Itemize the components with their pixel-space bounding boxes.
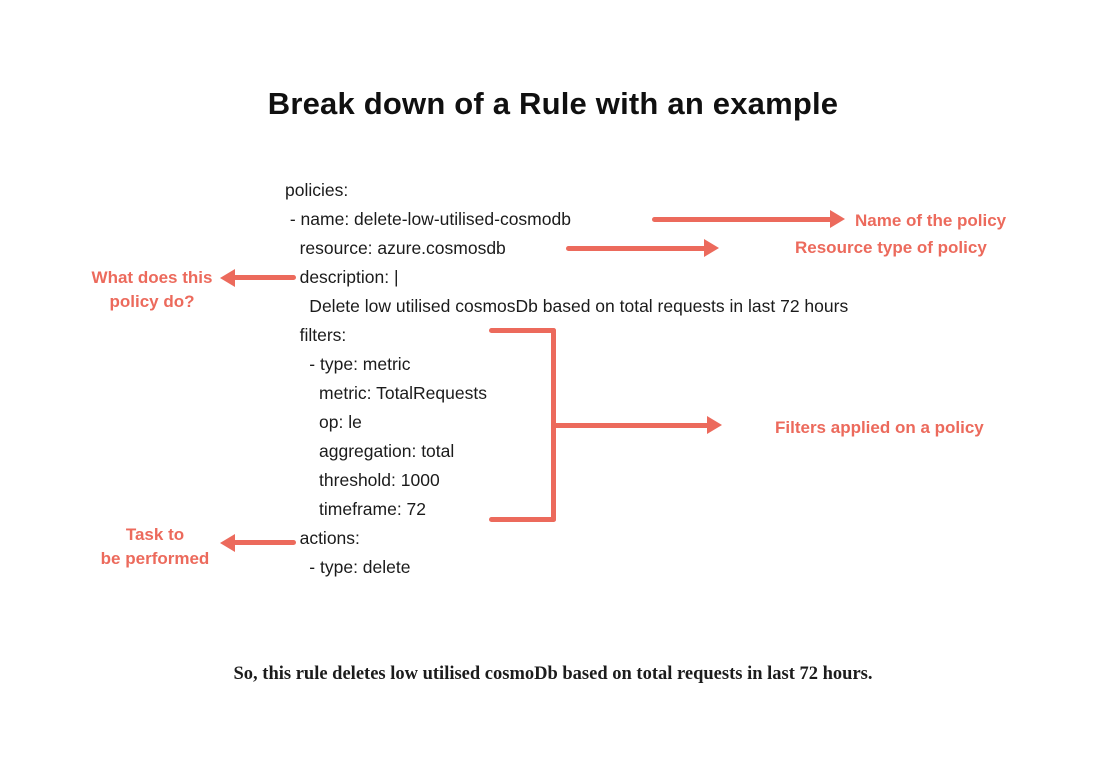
filters-bracket-bottom <box>489 517 556 522</box>
filters-label: Filters applied on a policy <box>775 418 984 437</box>
filters-bracket-top <box>489 328 556 333</box>
actions-arrow-shaft <box>233 540 296 545</box>
code-line-timeframe: timeframe: 72 <box>285 499 427 519</box>
filters-arrow-shaft <box>553 423 711 428</box>
yaml-code-block: policies: - name: delete-low-utilised-co… <box>285 176 848 582</box>
filters-arrow-head-icon <box>707 416 722 434</box>
resource-arrow-head-icon <box>704 239 719 257</box>
resource-arrow-shaft <box>566 246 708 251</box>
actions-label: Task to be performed <box>100 525 210 568</box>
description-label: What does this policy do? <box>91 268 213 311</box>
code-line-name: - name: delete-low-utilised-cosmodb <box>285 209 571 229</box>
code-line-aggregation: aggregation: total <box>285 441 455 461</box>
description-arrow-head-icon <box>220 269 235 287</box>
name-label: Name of the policy <box>855 211 1007 230</box>
page-title: Break down of a Rule with an example <box>267 86 839 121</box>
code-line-threshold: threshold: 1000 <box>285 470 440 490</box>
resource-label: Resource type of policy <box>795 238 987 257</box>
code-line-filter-type: - type: metric <box>285 354 411 374</box>
code-line-resource: resource: azure.cosmosdb <box>285 238 506 258</box>
code-line-actions: actions: <box>285 528 360 548</box>
code-line-metric: metric: TotalRequests <box>285 383 487 403</box>
code-line-filters: filters: <box>285 325 347 345</box>
code-line-description: description: | <box>285 267 399 287</box>
code-line-policies: policies: <box>285 180 349 200</box>
code-line-action-type: - type: delete <box>285 557 411 577</box>
summary-caption: So, this rule deletes low utilised cosmo… <box>233 664 873 684</box>
actions-arrow-head-icon <box>220 534 235 552</box>
name-arrow-shaft <box>652 217 834 222</box>
description-arrow-shaft <box>233 275 296 280</box>
code-line-op: op: le <box>285 412 362 432</box>
name-arrow-head-icon <box>830 210 845 228</box>
code-line-description-text: Delete low utilised cosmosDb based on to… <box>285 296 849 316</box>
